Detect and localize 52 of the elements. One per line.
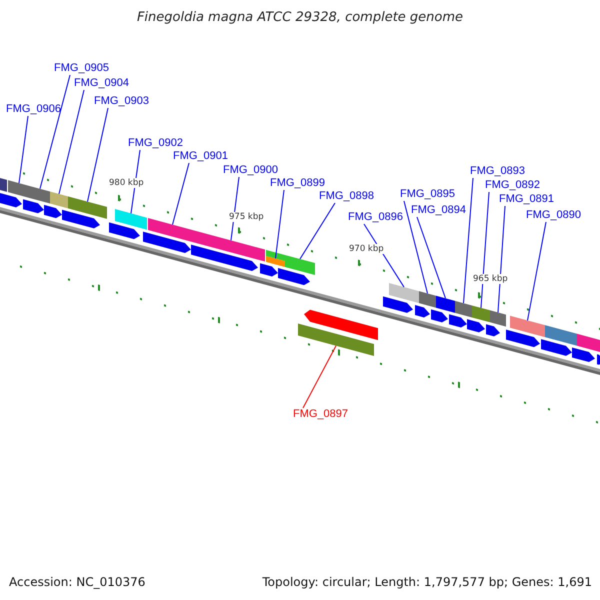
gene-label: FMG_0899 [270,177,326,190]
leader-line [40,74,70,190]
gene-bar [419,291,436,308]
gene-label: FMG_0890 [526,209,582,222]
gene-label: FMG_0902 [128,137,184,150]
leader-line [275,190,284,259]
gene-label: FMG_0895 [400,188,456,201]
leader-line [172,162,190,226]
accession-text: Accession: NC_010376 [9,576,146,589]
leader-line [498,206,506,313]
gene-bar [68,196,107,219]
gene-label: FMG_0898 [319,190,374,203]
title: Finegoldia magna ATCC 29328, complete genome [136,10,464,25]
leader-line [480,192,490,308]
leader-line [18,116,28,184]
scale-label: 965 kbp [472,274,509,284]
gene-label: FMG_0903 [94,95,150,108]
gene-bar [490,310,506,327]
gene-label: FMG_0892 [485,179,540,192]
gene-bar [472,305,490,322]
gene-label: FMG_0906 [6,103,62,116]
scale-label: 970 kbp [348,244,385,254]
gene-label: FMG_0896 [348,211,404,224]
gene-bar [115,209,147,230]
gene-label: FMG_0894 [411,204,466,217]
gene-label: FMG_0901 [173,150,228,163]
gene-bar [436,296,455,313]
gene-label: FMG_0893 [470,165,526,178]
gene-bar [510,316,545,338]
genome-summary-text: Topology: circular; Length: 1,797,577 bp; Genes: 1,691 [262,576,592,589]
leader-line [416,216,446,299]
gene-label: FMG_0905 [54,62,110,75]
leader-line [364,224,404,288]
gene-bar [266,250,285,261]
gene-label: FMG_0900 [223,164,278,177]
leader-line [130,150,140,214]
leader-line [300,202,336,260]
leader-line [527,222,546,321]
gene-bar [8,180,30,198]
leader-line [463,178,474,304]
leader-line [404,200,428,294]
scale-label: 980 kbp [108,178,145,188]
gene-label: FMG_0891 [499,193,554,206]
scale-label: 975 kbp [228,212,265,222]
gene-label: FMG_0904 [74,77,130,90]
gene-bar [389,283,419,304]
gene-bar [285,254,315,276]
leader-line [58,90,84,194]
gene-bar [455,300,472,318]
gene-label: FMG_0897 [293,408,348,421]
leader-line [302,345,336,408]
leader-line [87,108,108,202]
